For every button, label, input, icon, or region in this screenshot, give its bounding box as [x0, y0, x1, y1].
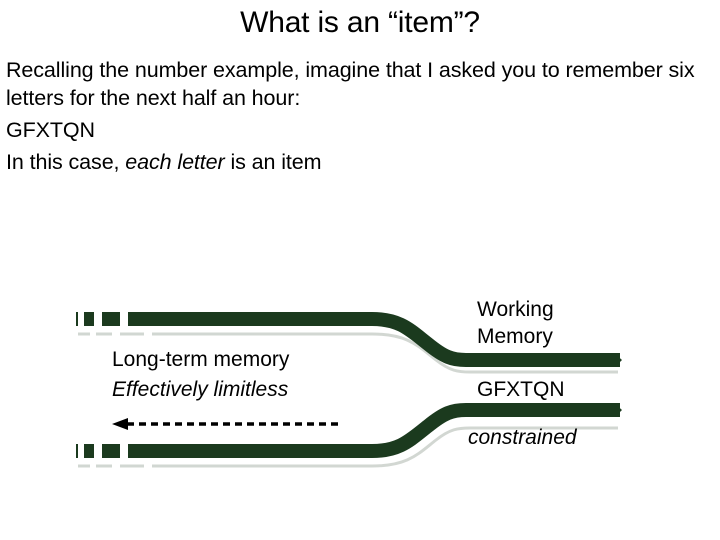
top-pipe: [76, 312, 622, 367]
bottom-pipe-dash-1: [76, 444, 78, 458]
page-title: What is an “item”?: [240, 6, 480, 39]
body-paragraph: Recalling the number example, imagine th…: [6, 58, 695, 110]
letters-line: GFXTQN: [6, 118, 95, 142]
memory-funnel-diagram: [0, 280, 720, 500]
working-memory-title-line1: Working: [477, 298, 554, 321]
limitless-arrow-head: [112, 418, 128, 430]
conclusion-emphasis: each letter: [125, 150, 225, 174]
top-pipe-path: [128, 312, 620, 367]
limitless-arrow: [112, 418, 340, 430]
working-memory-subtitle: constrained: [468, 426, 577, 449]
working-memory-title-line2: Memory: [477, 325, 553, 348]
bottom-pipe-path: [128, 403, 620, 458]
pipe-shadows: [78, 332, 618, 468]
bottom-pipe: [76, 403, 622, 458]
bottom-pipe-dash-2: [84, 444, 94, 458]
long-term-memory-subtitle: Effectively limitless: [112, 378, 289, 401]
funnel-svg: [76, 312, 622, 468]
working-memory-contents: GFXTQN: [477, 378, 565, 401]
slide-body: Recalling the number example, imagine th…: [6, 56, 706, 176]
long-term-memory-title: Long-term memory: [112, 348, 290, 371]
bottom-pipe-end-cap: [590, 403, 622, 417]
conclusion-suffix: is an item: [224, 150, 322, 174]
bottom-pipe-dash-3: [102, 444, 120, 458]
top-pipe-dash-2: [84, 312, 94, 326]
conclusion-line: In this case, each letter is an item: [6, 148, 706, 176]
top-pipe-end-cap: [590, 353, 622, 367]
conclusion-prefix: In this case,: [6, 150, 126, 174]
top-pipe-dash-3: [102, 312, 120, 326]
top-pipe-dash-1: [76, 312, 78, 326]
